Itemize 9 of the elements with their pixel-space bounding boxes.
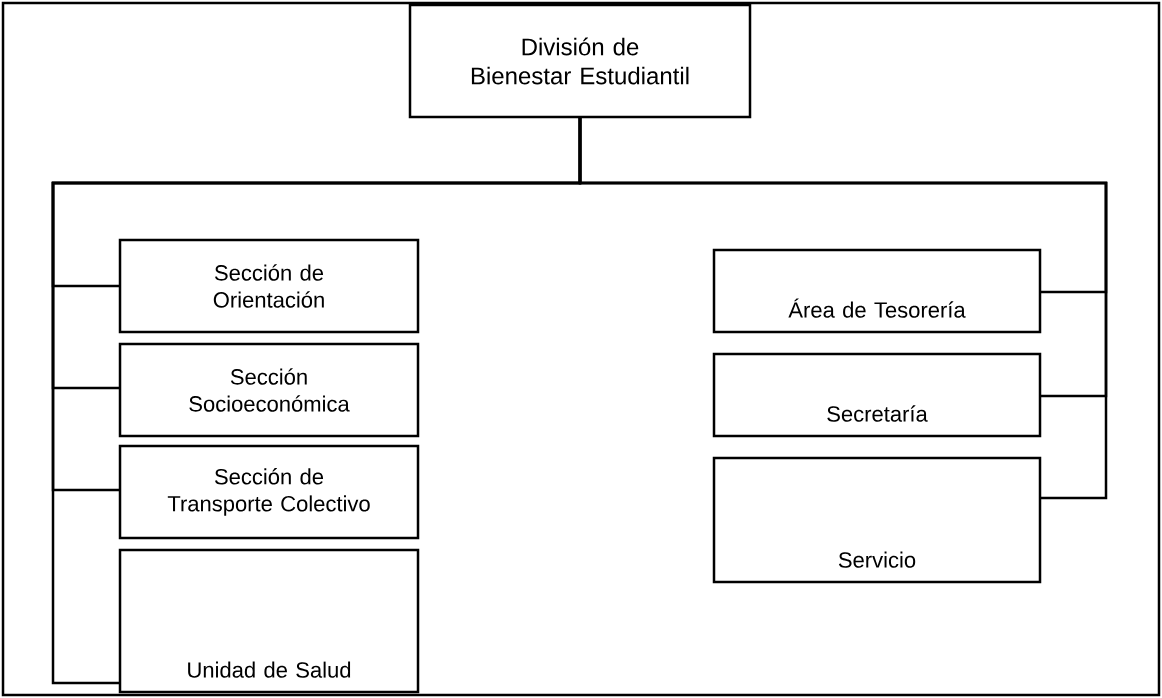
unit-box: Sección de Transporte Colectivo bbox=[118, 444, 420, 540]
connector-line bbox=[578, 117, 1108, 500]
unit-box: Unidad de Salud bbox=[118, 548, 420, 694]
unit-box: Área de Tesorería bbox=[712, 248, 1042, 334]
unit-box: Sección Socioeconómica bbox=[118, 342, 420, 438]
unit-box: Servicio bbox=[712, 456, 1042, 584]
unit-box: Secretaría bbox=[712, 352, 1042, 438]
unit-box: Sección de Orientación bbox=[118, 238, 420, 334]
unit-box: División de Bienestar Estudiantil bbox=[408, 3, 752, 119]
